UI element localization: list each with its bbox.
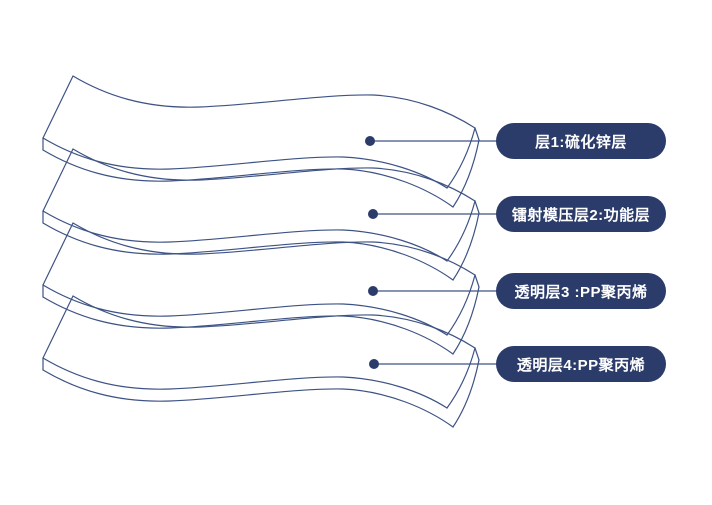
layer-label-pill-1: 层1:硫化锌层: [496, 123, 666, 159]
connector-dot: [368, 286, 378, 296]
connector-layer-2: [368, 209, 502, 219]
connector-layer-4: [369, 359, 502, 369]
connector-layer-1: [365, 136, 502, 146]
layer-label-text: 层1:硫化锌层: [535, 133, 627, 151]
connector-dot: [365, 136, 375, 146]
sheet-layer-4: [42, 295, 480, 428]
connector-layer-3: [368, 286, 502, 296]
layer-label-text: 透明层4:PP聚丙烯: [516, 356, 646, 374]
layer-label-text: 透明层3 :PP聚丙烯: [514, 283, 648, 301]
layer-label-pill-3: 透明层3 :PP聚丙烯: [496, 273, 666, 309]
sheet-layer-3: [42, 222, 480, 355]
layer-label-pill-4: 透明层4:PP聚丙烯: [496, 346, 666, 382]
connector-dot: [368, 209, 378, 219]
layer-label-pill-2: 镭射模压层2:功能层: [496, 196, 666, 232]
connector-dot: [369, 359, 379, 369]
layer-label-text: 镭射模压层2:功能层: [511, 206, 651, 224]
